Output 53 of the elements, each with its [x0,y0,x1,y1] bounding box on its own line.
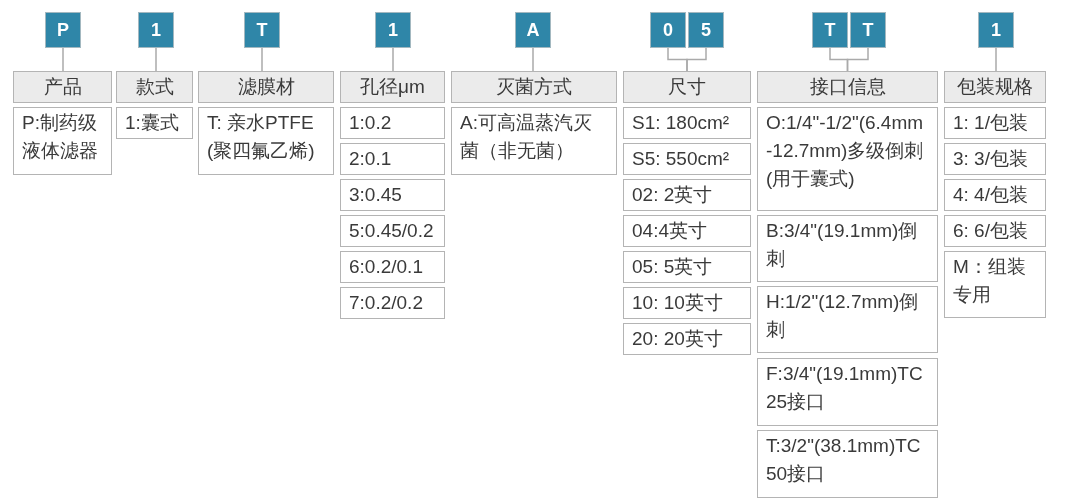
code-letter-tile: A [515,12,551,48]
column-header: 尺寸 [623,71,751,103]
option-entry: 3: 3/包装 [944,143,1046,175]
connector-line [392,47,394,72]
option-entry: F:3/4"(19.1mm)TC25接口 [757,358,938,426]
code-letter-tile: 1 [138,12,174,48]
column-header: 接口信息 [757,71,938,103]
option-entry: P:制药级液体滤器 [13,107,112,175]
option-entry: 02: 2英寸 [623,179,751,211]
bracket-line [846,47,869,72]
option-entry: H:1/2"(12.7mm)倒刺 [757,286,938,353]
option-entry: 7:0.2/0.2 [340,287,445,319]
option-entry: A:可高温蒸汽灭菌（非无菌） [451,107,617,175]
option-entry: 20: 20英寸 [623,323,751,355]
option-entry: 6:0.2/0.1 [340,251,445,283]
bracket-line [686,47,707,72]
option-entry: 5:0.45/0.2 [340,215,445,247]
connector-line [62,47,64,72]
column-header: 孔径μm [340,71,445,103]
connector-line [261,47,263,72]
option-entry: S1: 180cm² [623,107,751,139]
connector-line [155,47,157,72]
connector-line [995,47,997,72]
code-letter-tile: T [812,12,848,48]
column-header: 款式 [116,71,193,103]
option-entry: 1:囊式 [116,107,193,139]
code-letter-tile: T [244,12,280,48]
option-entry: 6: 6/包装 [944,215,1046,247]
column-header: 产品 [13,71,112,103]
option-entry: 1:0.2 [340,107,445,139]
column-header: 包装规格 [944,71,1046,103]
code-letter-tile: 1 [978,12,1014,48]
option-entry: 1: 1/包装 [944,107,1046,139]
option-entry: O:1/4"-1/2"(6.4mm-12.7mm)多级倒刺(用于囊式) [757,107,938,211]
code-letter-tile: 5 [688,12,724,48]
option-entry: M：组装专用 [944,251,1046,318]
code-letter-tile: 1 [375,12,411,48]
code-letter-tile: P [45,12,81,48]
option-entry: 3:0.45 [340,179,445,211]
option-entry: 04:4英寸 [623,215,751,247]
option-entry: B:3/4"(19.1mm)倒刺 [757,215,938,282]
option-entry: S5: 550cm² [623,143,751,175]
option-entry: T:3/2"(38.1mm)TC50接口 [757,430,938,498]
option-entry: 10: 10英寸 [623,287,751,319]
connector-line [532,47,534,72]
code-letter-tile: T [850,12,886,48]
column-header: 灭菌方式 [451,71,617,103]
column-header: 滤膜材 [198,71,334,103]
option-entry: T: 亲水PTFE(聚四氟乙烯) [198,107,334,175]
option-entry: 05: 5英寸 [623,251,751,283]
option-entry: 4: 4/包装 [944,179,1046,211]
code-letter-tile: 0 [650,12,686,48]
option-entry: 2:0.1 [340,143,445,175]
